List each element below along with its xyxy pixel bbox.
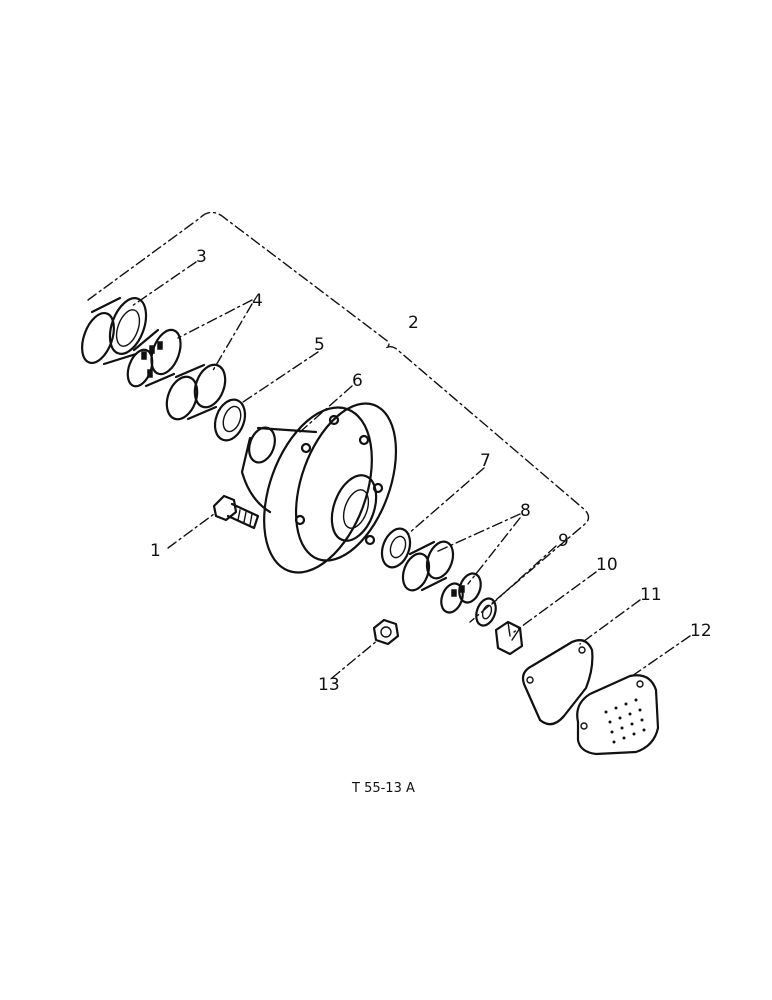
hub-cap-knurl xyxy=(604,698,646,744)
assembly-bracket xyxy=(87,211,590,623)
callout-12: 12 xyxy=(690,621,712,641)
part-wheel-hub xyxy=(240,402,398,574)
part-gasket xyxy=(521,639,594,726)
part-lug-nut xyxy=(372,618,400,646)
callout-5: 5 xyxy=(314,335,325,355)
part-bearing-cup xyxy=(81,296,148,366)
part-hub-cap xyxy=(576,674,660,756)
callout-1: 1 xyxy=(150,541,161,561)
callout-2: 2 xyxy=(408,313,419,333)
callout-11: 11 xyxy=(640,585,662,605)
part-wheel-stud xyxy=(212,494,260,530)
callout-9: 9 xyxy=(558,531,569,551)
callout-10: 10 xyxy=(596,555,618,575)
figure-code: T 55-13 A xyxy=(351,781,415,796)
callout-6: 6 xyxy=(352,371,363,391)
part-outer-race xyxy=(380,527,412,569)
callout-8: 8 xyxy=(520,501,531,521)
part-washer xyxy=(475,597,497,627)
part-bearing-sleeve-a xyxy=(165,363,227,421)
part-seal xyxy=(213,398,247,442)
part-roller-cone-b xyxy=(440,572,482,614)
callout-3: 3 xyxy=(196,247,207,267)
callout-4: 4 xyxy=(252,291,263,311)
leader-lines xyxy=(131,261,691,679)
callout-13: 13 xyxy=(318,675,340,695)
callout-7: 7 xyxy=(480,451,491,471)
part-roller-cone-a xyxy=(126,328,182,388)
part-bearing-sleeve-b xyxy=(401,540,455,592)
part-castle-nut xyxy=(494,620,524,656)
